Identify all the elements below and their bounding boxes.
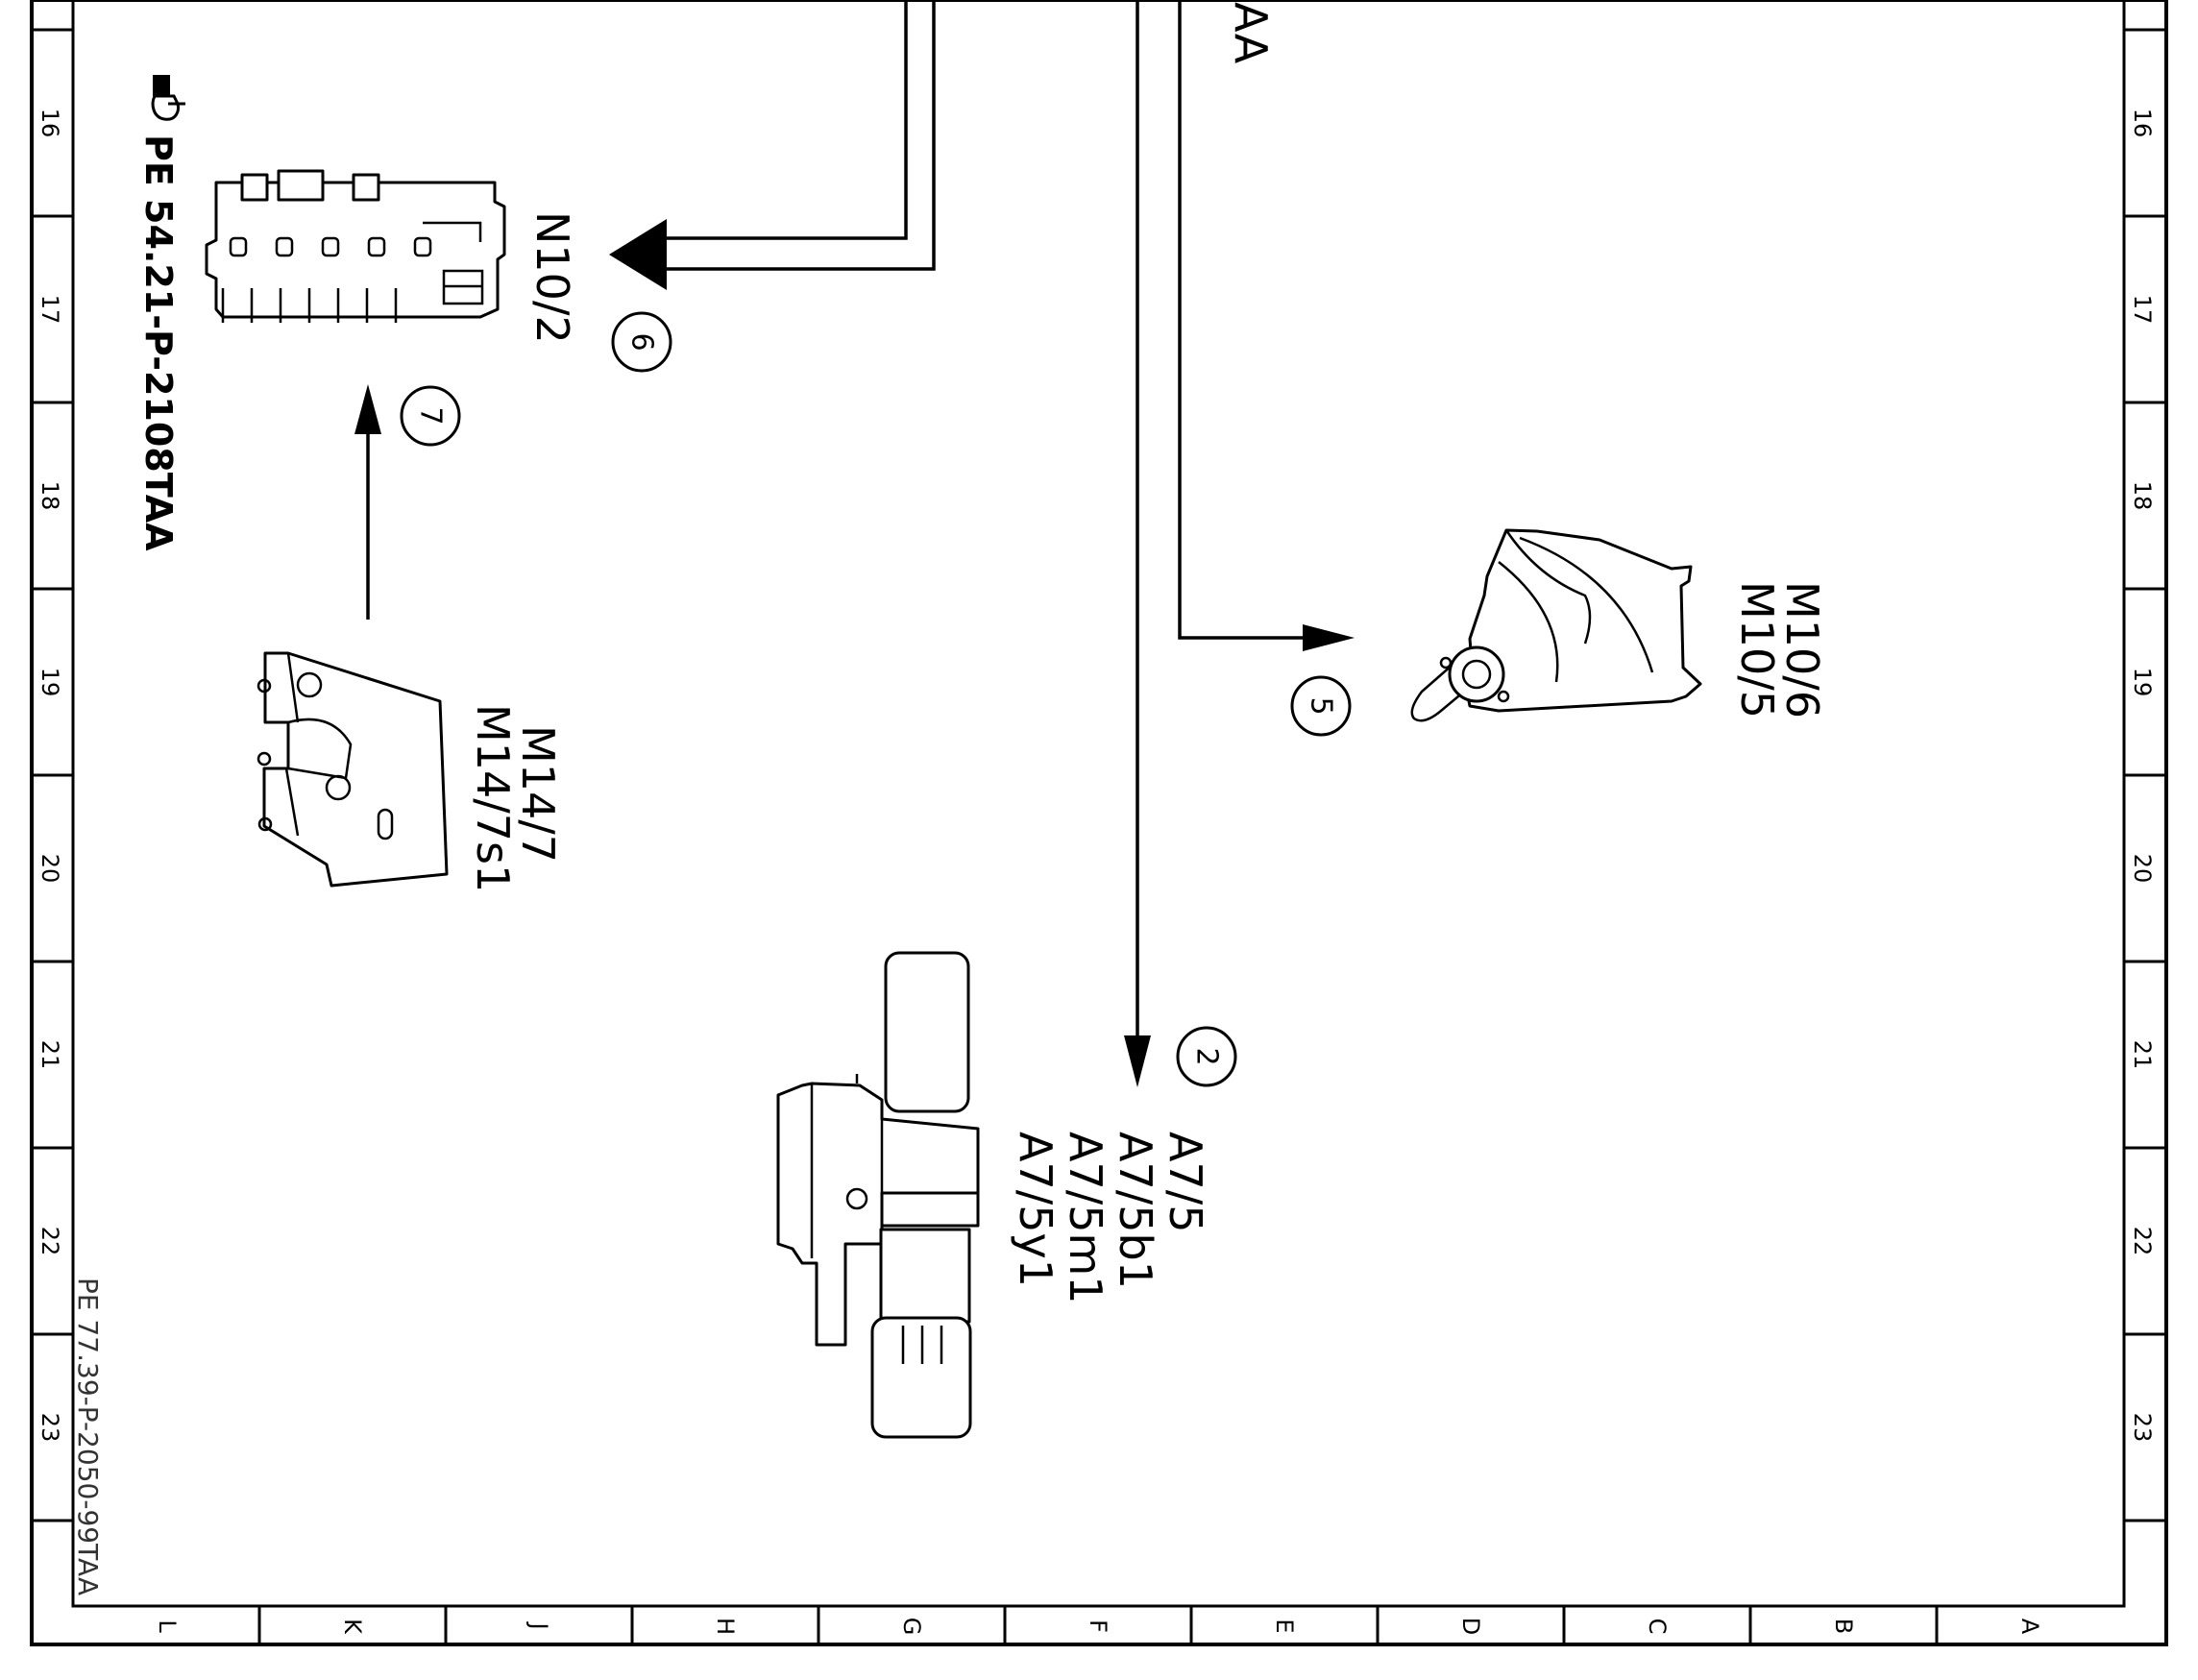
m10-motor [1410, 528, 1702, 722]
ruler-number: 20 [2129, 854, 2156, 884]
ruler-letter: G [898, 1618, 925, 1636]
step-number: 5 [1305, 696, 1338, 715]
step-5-badge: 5 [1290, 675, 1352, 737]
step-number: 6 [625, 332, 659, 351]
a7-5-labels: A7/5 A7/5b1 A7/5m1 A7/5y1 [1010, 1132, 1211, 1304]
ruler-letter: A [2016, 1619, 2043, 1635]
drawing-reference: PE 77.39-P-2050-99TAA [72, 1278, 104, 1595]
m14-7-labels: M14/7 M14/7s1 [467, 704, 564, 892]
ruler-letter: E [1271, 1619, 1298, 1633]
ruler-number: 18 [37, 481, 63, 511]
wire-to-m10 [1178, 0, 1355, 651]
ruler-number: 18 [2129, 481, 2156, 511]
right-ruler: 16 17 18 19 20 21 22 23 [2129, 109, 2156, 1443]
m10-labels: M10/6 M10/5 [1731, 581, 1828, 718]
pointing-hand-icon [151, 75, 185, 121]
ruler-number: 21 [37, 1040, 63, 1070]
component-label: A7/5 [1160, 1132, 1211, 1233]
reference-note-text: PE 54.21-P-2108TAA [137, 134, 180, 551]
n10-2-control-unit [205, 169, 506, 323]
left-ruler: 16 17 18 19 20 21 22 23 [37, 109, 63, 1443]
ruler-letter: F [1085, 1619, 1111, 1633]
component-label: M14/7s1 [467, 704, 519, 892]
ruler-number: 19 [37, 668, 63, 697]
n10-2-labels: N10/2 [526, 211, 578, 344]
component-label: N10/2 [526, 211, 578, 344]
ruler-number: 22 [2129, 1227, 2156, 1256]
ruler-letter: C [1644, 1619, 1671, 1635]
ruler-number: 22 [37, 1227, 63, 1256]
wire-to-a7-5 [1124, 0, 1151, 1087]
step-number: 7 [414, 406, 448, 425]
step-number: 2 [1190, 1047, 1224, 1065]
step-6-badge: 6 [611, 311, 672, 373]
step-7-badge: 7 [400, 385, 461, 447]
component-label: A7/5y1 [1010, 1132, 1062, 1287]
ruler-letter: J [525, 1620, 552, 1629]
ruler-number: 21 [2129, 1040, 2156, 1070]
ruler-number: 19 [2129, 668, 2156, 697]
ruler-number: 16 [2129, 109, 2156, 138]
ruler-letter: L [154, 1619, 181, 1633]
ruler-number: 20 [37, 854, 63, 884]
top-partial-label: AA [1225, 2, 1277, 64]
ruler-number: 16 [37, 109, 63, 138]
drawing-frame [30, 0, 2168, 1646]
wire-m14-7-to-n10-2 [354, 384, 381, 620]
component-label: A7/5m1 [1060, 1132, 1111, 1304]
component-label: M10/6 [1776, 581, 1828, 718]
ruler-letter: D [1457, 1618, 1484, 1635]
ruler-number: 23 [37, 1413, 63, 1443]
ruler-number: 23 [2129, 1413, 2156, 1443]
component-label: M10/5 [1731, 581, 1783, 718]
ruler-letter: K [339, 1619, 366, 1635]
m14-7-lock [256, 651, 449, 888]
ruler-number: 17 [37, 295, 63, 325]
bottom-ruler: L K J H G F E D C B A [154, 1618, 2043, 1636]
wire-to-n10-2 [609, 0, 936, 290]
component-label: M14/7 [512, 725, 564, 863]
step-2-badge: 2 [1176, 1026, 1237, 1087]
a7-5-actuator [776, 951, 980, 1439]
ruler-letter: H [712, 1618, 739, 1635]
component-label: A7/5b1 [1110, 1132, 1161, 1289]
ruler-number: 17 [2129, 295, 2156, 325]
ruler-letter: B [1830, 1619, 1857, 1634]
reference-note: PE 54.21-P-2108TAA [137, 75, 185, 551]
